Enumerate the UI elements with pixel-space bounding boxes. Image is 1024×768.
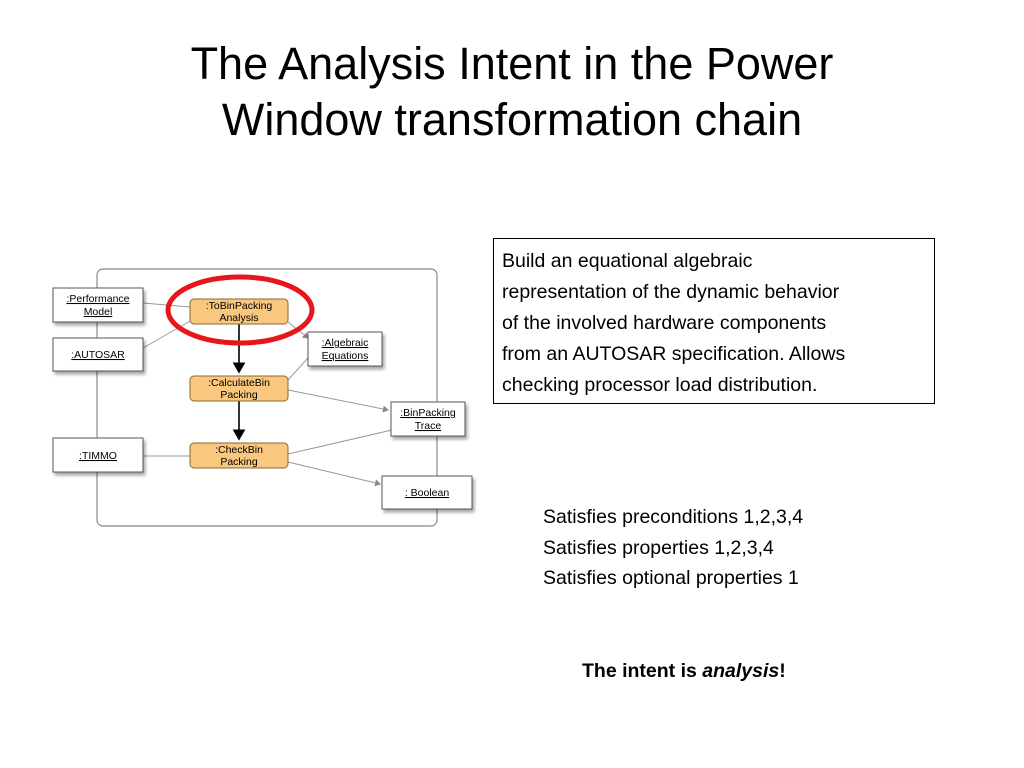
description-line-4: from an AUTOSAR specification. Allows: [502, 343, 846, 365]
intent-emphasis: analysis: [702, 660, 780, 682]
description-box: Build an equational algebraic representa…: [493, 238, 935, 404]
node-checkbin-packing: [189, 442, 289, 469]
node-binpacking-trace-label-2: Trace: [415, 420, 442, 432]
node-tobinpacking-analysis: [189, 298, 289, 325]
node-calculatebin-label-1: :CalculateBin: [208, 377, 270, 389]
node-algebraic-label-1: :Algebraic: [322, 337, 369, 349]
node-boolean: [381, 475, 473, 510]
node-autosar-label: :AUTOSAR: [71, 349, 125, 361]
description-line-5: checking processor load distribution.: [502, 374, 818, 396]
intent-prefix: The intent is: [582, 660, 703, 682]
edge-calculatebin-to-bintrace: [287, 389, 389, 413]
node-boolean-label: : Boolean: [405, 487, 450, 499]
node-performance-model-label-2: Model: [84, 306, 113, 318]
satisfies-properties: Satisfies properties 1,2,3,4: [543, 536, 774, 559]
satisfies-list: Satisfies preconditions 1,2,3,4 Satisfie…: [543, 502, 803, 594]
edge-checkbin-to-boolean: [287, 461, 381, 487]
node-calculatebin-packing: [189, 375, 289, 402]
page-title: The Analysis Intent in the Power Window …: [0, 36, 1024, 148]
title-line-2: Window transformation chain: [221, 94, 803, 145]
node-algebraic-equations: [307, 331, 383, 367]
node-checkbin-label-1: :CheckBin: [215, 444, 263, 456]
node-tobinpacking-label-2: Analysis: [219, 312, 258, 324]
title-line-1: The Analysis Intent in the Power: [190, 38, 834, 89]
transformation-chain-diagram: :Performance Model :AUTOSAR :TIMMO :Alge…: [52, 268, 473, 527]
node-binpacking-trace-label-1: :BinPacking: [400, 407, 456, 419]
satisfies-preconditions: Satisfies preconditions 1,2,3,4: [543, 506, 804, 528]
node-calculatebin-label-2: Packing: [220, 389, 258, 401]
edge-algebraic-to-calculatebin: [287, 357, 309, 381]
satisfies-optional-properties: Satisfies optional properties 1: [543, 567, 799, 589]
node-performance-model-label-1: :Performance: [66, 293, 129, 305]
intent-suffix: !: [779, 660, 786, 682]
node-performance-model: [52, 287, 144, 323]
highlight-ellipse: [165, 274, 315, 346]
node-timmo: [52, 437, 144, 473]
node-binpacking-trace: [390, 401, 466, 437]
node-autosar: [52, 337, 144, 372]
description-line-2: representation of the dynamic behavior: [502, 281, 840, 303]
node-tobinpacking-label-1: :ToBinPacking: [206, 300, 273, 312]
edge-bintrace-to-checkbin: [287, 429, 393, 455]
edge-autosar-to-tobinpacking: [142, 319, 193, 349]
intent-statement: The intent is analysis!: [582, 660, 786, 683]
description-line-1: Build an equational algebraic: [502, 250, 753, 272]
description-line-3: of the involved hardware components: [502, 312, 827, 334]
node-checkbin-label-2: Packing: [220, 456, 258, 468]
node-algebraic-label-2: Equations: [322, 350, 369, 362]
node-timmo-label: :TIMMO: [79, 450, 117, 462]
